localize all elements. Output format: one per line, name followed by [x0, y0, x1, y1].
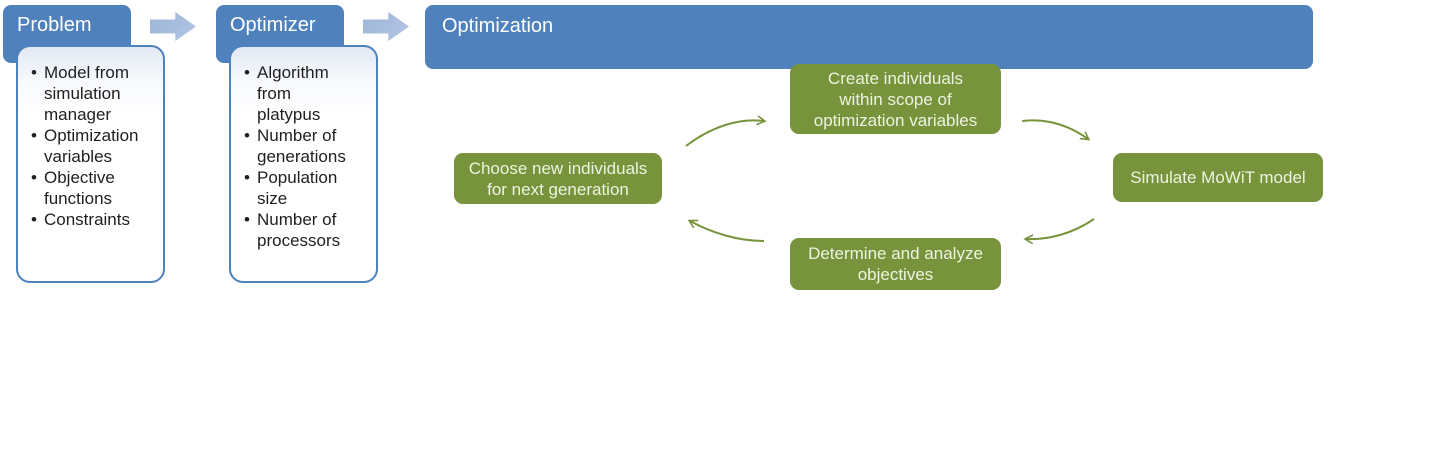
cycle-arrow-bottom-to-left-icon [690, 221, 765, 242]
list-item: Constraints [31, 209, 138, 230]
optimization-title: Optimization [442, 15, 554, 37]
problem-title: Problem [17, 14, 92, 36]
cycle-box-label: Create individuals within scope of optim… [813, 68, 978, 130]
cycle-arrow-left-to-top-icon [685, 120, 764, 147]
cycle-box-label: Simulate MoWiT model [1130, 168, 1306, 187]
cycle-box-simulate-model: Simulate MoWiT model [1113, 153, 1323, 202]
cycle-arrow-right-to-bottom-icon [1026, 218, 1095, 239]
list-item: Objective functions [31, 167, 138, 209]
problem-items: Model from simulation manager Optimizati… [18, 47, 163, 230]
cycle-box-label: Choose new individuals for next generati… [468, 158, 648, 199]
list-item: Number of generations [244, 125, 351, 167]
cycle-box-choose-individuals: Choose new individuals for next generati… [454, 153, 662, 204]
optimizer-title: Optimizer [230, 14, 316, 36]
cycle-arrow-top-to-right-icon [1021, 119, 1088, 139]
cycle-box-analyze-objectives: Determine and analyze objectives [790, 238, 1001, 290]
cycle-box-create-individuals: Create individuals within scope of optim… [790, 64, 1001, 134]
problem-list: Model from simulation manager Optimizati… [16, 45, 165, 283]
list-item: Algorithm from platypus [244, 62, 351, 125]
list-item: Optimization variables [31, 125, 138, 167]
list-item: Model from simulation manager [31, 62, 138, 125]
cycle-box-label: Determine and analyze objectives [808, 244, 983, 284]
optimizer-list: Algorithm from platypus Number of genera… [229, 45, 378, 283]
list-item: Number of processors [244, 209, 351, 251]
optimization-banner: Optimization [425, 5, 1313, 69]
optimizer-items: Algorithm from platypus Number of genera… [231, 47, 376, 251]
list-item: Population size [244, 167, 351, 209]
